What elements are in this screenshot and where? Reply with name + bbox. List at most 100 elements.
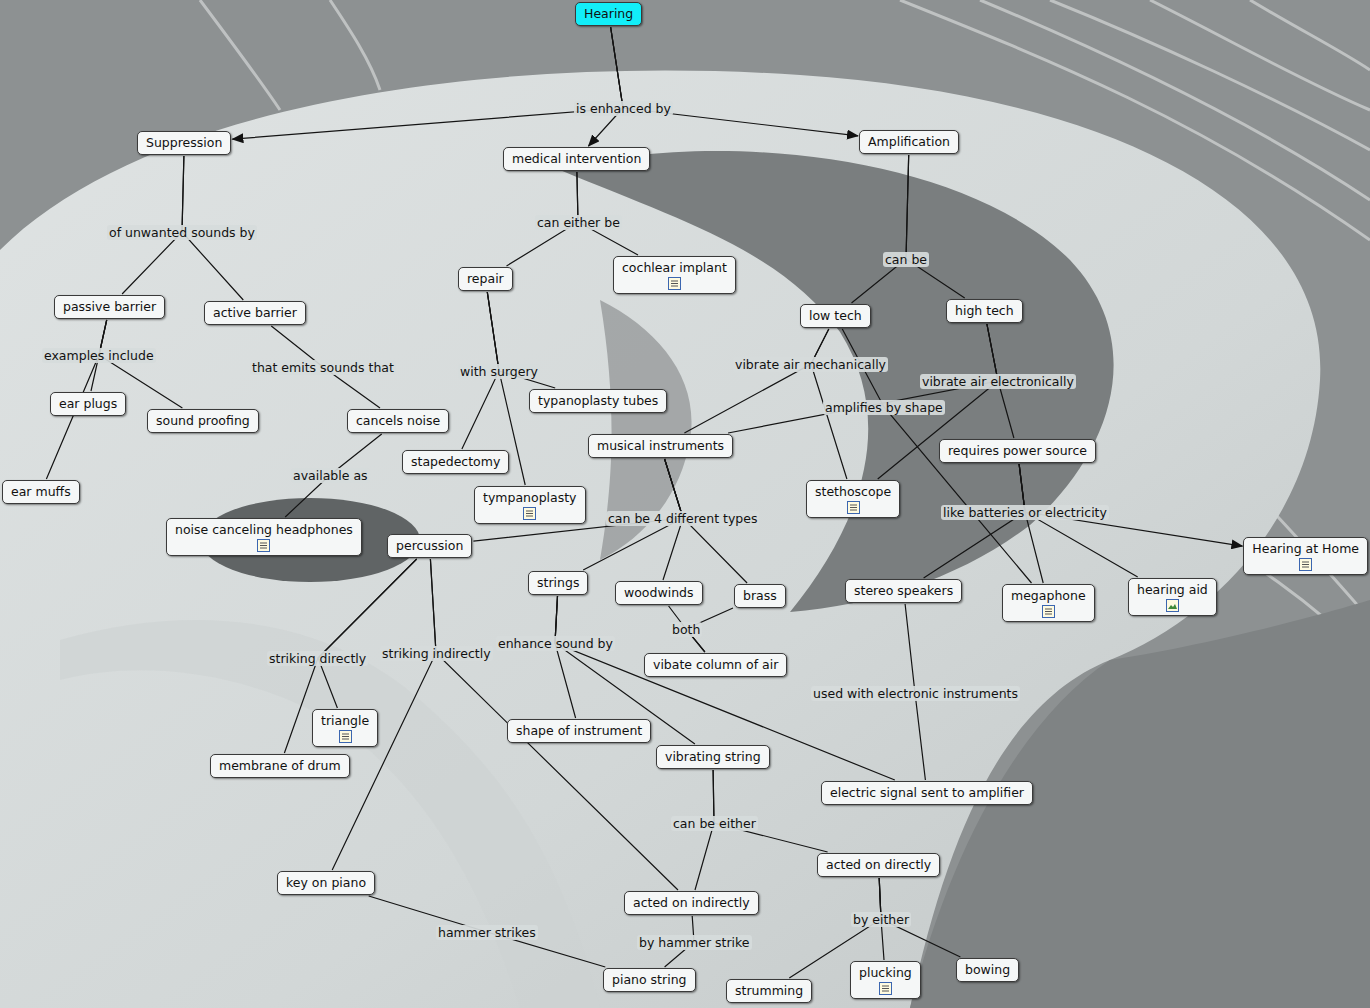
- linking-phrase: available as: [291, 468, 370, 483]
- concept-box: membrane of drum: [210, 754, 350, 778]
- concept-box: ear plugs: [50, 392, 126, 416]
- concept-box: cancels noise: [347, 409, 449, 433]
- concept-box: acted on directly: [817, 853, 940, 877]
- concept-text: bowing: [965, 962, 1010, 978]
- linking-phrase: striking indirectly: [380, 646, 493, 661]
- concept-text: passive barrier: [63, 299, 156, 315]
- linking-phrase: striking directly: [267, 651, 368, 666]
- concept-box: noise canceling headphones: [166, 518, 362, 556]
- concept-text: musical instruments: [597, 438, 724, 454]
- connector: [713, 770, 828, 852]
- concept-box: stethoscope: [806, 480, 900, 518]
- linking-phrase: is enhanced by: [574, 101, 673, 116]
- concept-box: strings: [528, 571, 588, 595]
- linking-phrase: that emits sounds that: [250, 360, 396, 375]
- concept-box: vibate column of air: [644, 653, 787, 677]
- document-icon: [257, 539, 270, 552]
- connector: [577, 172, 638, 255]
- concept-text: medical intervention: [512, 151, 641, 167]
- lobe-ridge: [60, 620, 600, 1008]
- connector: [852, 155, 909, 303]
- connector: [369, 896, 606, 967]
- connector: [924, 464, 1025, 578]
- connector: [611, 27, 858, 136]
- concept-box: hearing aid: [1128, 578, 1217, 616]
- concept-box: electric signal sent to amplifier: [821, 781, 1033, 805]
- concept-text: stethoscope: [815, 484, 891, 500]
- concept-text: megaphone: [1011, 588, 1086, 604]
- concept-text: triangle: [321, 713, 369, 729]
- linking-phrase: can either be: [535, 215, 622, 230]
- concept-box: passive barrier: [54, 295, 165, 319]
- linking-phrase: with surgery: [458, 364, 540, 379]
- concept-text: vibrating string: [665, 749, 761, 765]
- concept-box: shape of instrument: [507, 719, 651, 743]
- concept-box: repair: [458, 267, 513, 291]
- concept-text: electric signal sent to amplifier: [830, 785, 1024, 801]
- document-icon: [879, 982, 892, 995]
- concept-text: ear muffs: [11, 484, 71, 500]
- concept-text: typanoplasty tubes: [538, 393, 658, 409]
- concept-box: percussion: [387, 534, 472, 558]
- concept-text: hearing aid: [1137, 582, 1208, 598]
- concept-text: percussion: [396, 538, 463, 554]
- concept-text: shape of instrument: [516, 723, 642, 739]
- connector: [589, 27, 624, 146]
- concept-box: cochlear implant: [613, 256, 736, 294]
- linking-phrase: can be either: [671, 816, 758, 831]
- concept-text: active barrier: [213, 305, 297, 321]
- document-icon: [1042, 605, 1055, 618]
- linking-phrase: can be: [883, 252, 929, 267]
- linking-phrase: examples include: [42, 348, 156, 363]
- concept-text: woodwinds: [624, 585, 694, 601]
- concept-text: low tech: [809, 308, 862, 324]
- concept-text: Amplification: [868, 134, 950, 150]
- concept-text: piano string: [612, 972, 687, 988]
- concept-text: strings: [537, 575, 579, 591]
- concept-text: tympanoplasty: [483, 490, 577, 506]
- connector: [232, 27, 623, 139]
- concept-box: typanoplasty tubes: [529, 389, 667, 413]
- concept-box: low tech: [800, 304, 871, 328]
- concept-box: woodwinds: [615, 581, 703, 605]
- linking-phrase: of unwanted sounds by: [107, 225, 257, 240]
- concept-box: ear muffs: [2, 480, 80, 504]
- linking-phrase: vibrate air mechanically: [733, 357, 888, 372]
- concept-box: megaphone: [1002, 584, 1095, 622]
- document-icon: [847, 501, 860, 514]
- connector: [285, 434, 382, 517]
- concept-text: high tech: [955, 303, 1014, 319]
- concept-box: stapedectomy: [402, 450, 509, 474]
- concept-text: strumming: [735, 983, 803, 999]
- concept-box: triangle: [312, 709, 378, 747]
- concept-box: plucking: [850, 961, 921, 999]
- concept-box: strumming: [726, 979, 812, 1003]
- concept-box: piano string: [603, 968, 696, 992]
- ear-hollow: [560, 151, 1114, 612]
- concept-text: cancels noise: [356, 413, 440, 429]
- concept-box: Hearing: [575, 2, 642, 26]
- concept-box: active barrier: [204, 301, 306, 325]
- concept-box: brass: [734, 584, 786, 608]
- image-icon: [1166, 599, 1179, 612]
- concept-text: ear plugs: [59, 396, 117, 412]
- document-icon: [523, 507, 536, 520]
- concept-box: tympanoplasty: [474, 486, 586, 524]
- concept-text: vibate column of air: [653, 657, 778, 673]
- concept-box: Amplification: [859, 130, 959, 154]
- concept-box: medical intervention: [503, 147, 650, 171]
- linking-phrase: used with electronic instruments: [811, 686, 1020, 701]
- concept-text: sound proofing: [156, 413, 250, 429]
- concept-box: Suppression: [137, 131, 231, 155]
- concept-text: acted on indirectly: [633, 895, 750, 911]
- concept-box: requires power source: [939, 439, 1096, 463]
- concept-box: high tech: [946, 299, 1023, 323]
- concept-text: requires power source: [948, 443, 1087, 459]
- linking-phrase: both: [670, 622, 702, 637]
- concept-text: Hearing at Home: [1252, 541, 1359, 557]
- concept-text: brass: [743, 588, 777, 604]
- document-icon: [668, 277, 681, 290]
- connector: [906, 155, 965, 298]
